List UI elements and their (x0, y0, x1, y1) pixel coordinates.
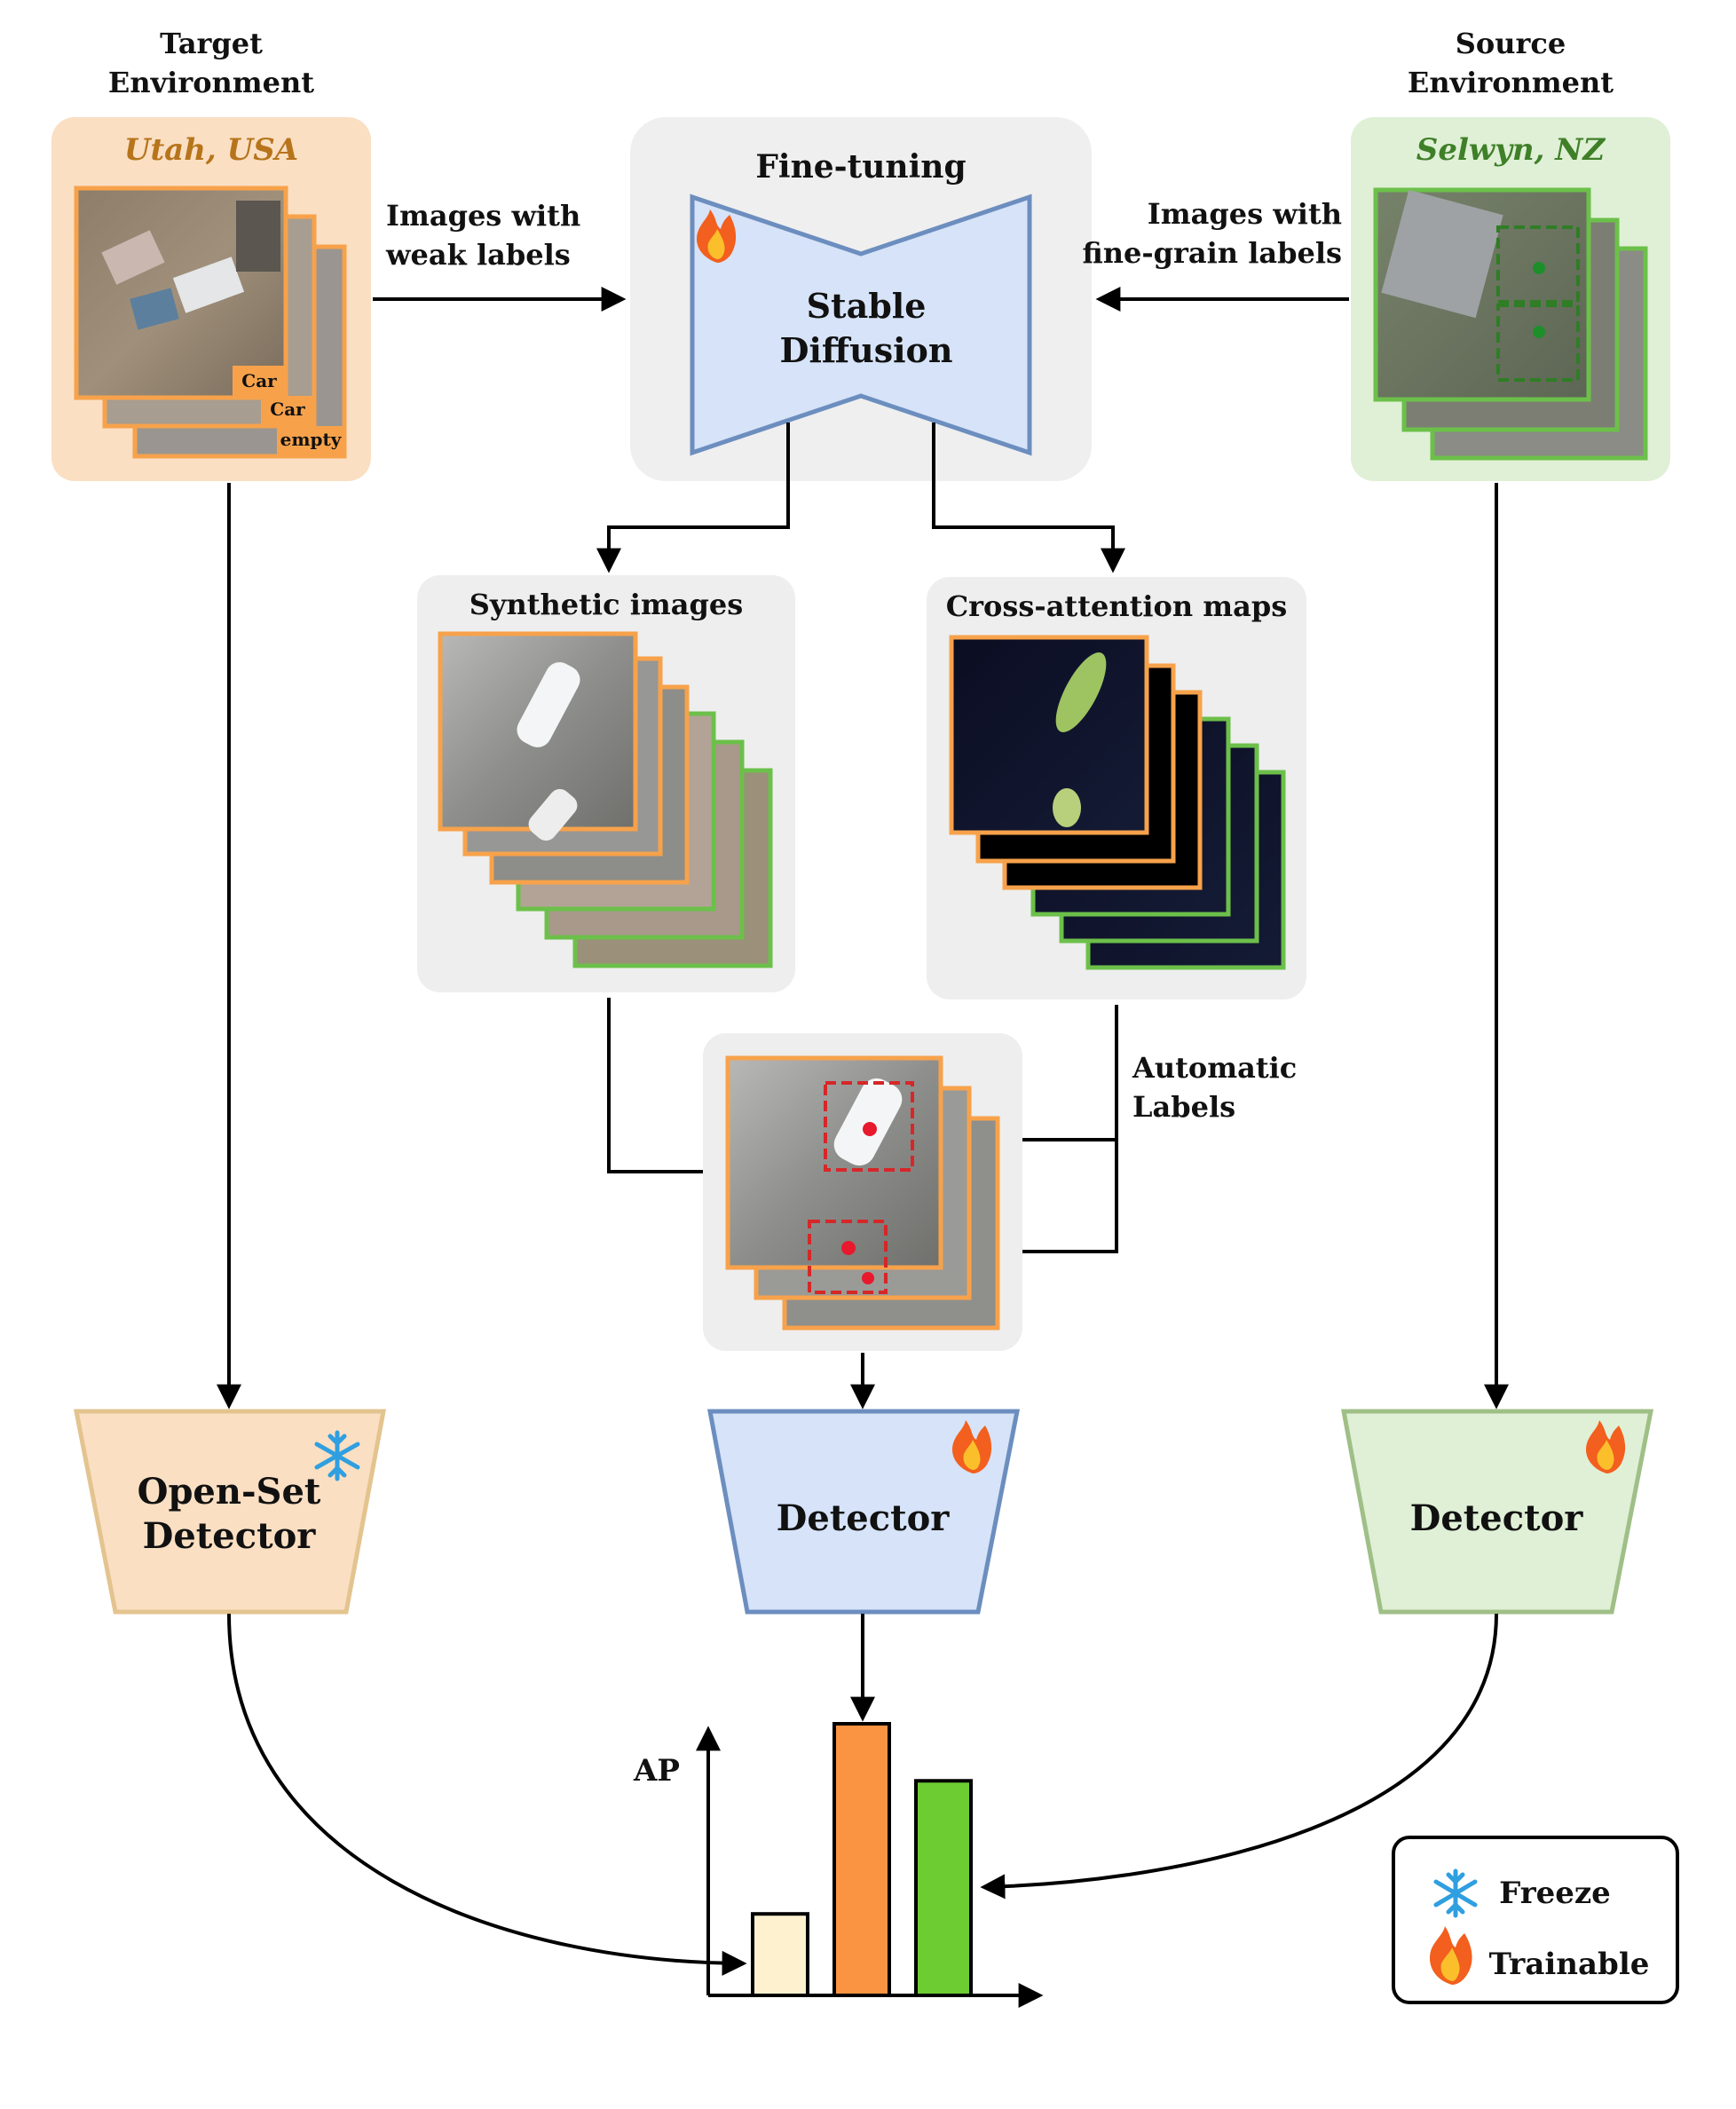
fire-icon (696, 209, 737, 263)
fine-grain-labels-arrow: Images with fine-grain labels (1083, 197, 1349, 312)
weak-labels-arrow: Images with weak labels (373, 199, 627, 312)
target-vehicle (236, 201, 280, 272)
labeled-images-block (703, 1033, 1022, 1351)
source-label-point-2 (1533, 326, 1545, 338)
automatic-labels-line2: Labels (1132, 1090, 1235, 1124)
fire-icon (951, 1420, 992, 1473)
fire-icon (1585, 1420, 1626, 1473)
ap-chart: AP (633, 1722, 1044, 2008)
fire-icon (1430, 1926, 1472, 1985)
cross-attention-block: Cross-attention maps (927, 577, 1306, 999)
legend-trainable-label: Trainable (1489, 1947, 1650, 1982)
target-tag-3-text: empty (280, 429, 343, 450)
diffusion-output-arrows (596, 423, 1125, 573)
auto-label-box-1 (824, 1081, 914, 1172)
snowflake-icon (314, 1430, 360, 1481)
open-set-line1: Open-Set (138, 1471, 321, 1513)
detector-output-arrows (227, 1613, 1498, 1976)
right-detector: Detector (1340, 1409, 1654, 1615)
fine-grain-line1: Images with (1148, 197, 1342, 231)
cross-attention-title: Cross-attention maps (946, 589, 1288, 623)
ap-axis-label: AP (633, 1753, 680, 1789)
target-vehicle (101, 230, 165, 285)
auto-label-point-1 (863, 1122, 877, 1136)
weak-labels-line2: weak labels (385, 238, 571, 272)
stable-diffusion-line2: Diffusion (779, 330, 952, 370)
source-heading-line2: Environment (1408, 66, 1614, 99)
synthetic-images-block: Synthetic images (417, 575, 795, 992)
right-detector-shape (1340, 1409, 1654, 1615)
ap-bar-2 (832, 1722, 891, 1997)
target-tag-2 (261, 396, 312, 424)
ap-bar-3 (914, 1779, 973, 1998)
attention-hotspot-1 (1055, 652, 1107, 732)
open-set-detector-shape (73, 1409, 387, 1615)
synthetic-car-1 (517, 662, 580, 747)
attention-hotspot-2 (1053, 788, 1081, 827)
labeled-car-1 (833, 1078, 903, 1166)
target-environment: Target Environment Utah, USA Car Car emp… (51, 27, 371, 481)
source-heading-line1: Source (1456, 27, 1566, 60)
auto-label-point-3 (862, 1272, 874, 1284)
synthetic-title: Synthetic images (470, 588, 743, 621)
open-set-detector: Open-Set Detector (73, 1409, 387, 1615)
center-detector-label: Detector (777, 1497, 951, 1539)
target-heading-line2: Environment (108, 66, 314, 99)
source-roof (1381, 189, 1503, 319)
snowflake-icon (1433, 1868, 1478, 1918)
synthetic-car-2 (528, 788, 578, 841)
stable-diffusion-line1: Stable (807, 286, 927, 326)
legend-freeze-label: Freeze (1499, 1876, 1611, 1911)
open-set-line2: Detector (143, 1515, 317, 1557)
ap-bars (751, 1722, 973, 1998)
fine-tuning-block: Fine-tuning Stable Diffusion (630, 117, 1092, 481)
fine-tuning-title: Fine-tuning (755, 148, 966, 186)
target-tag-2-text: Car (270, 399, 305, 420)
target-vehicle (172, 257, 245, 313)
automatic-labels-line1: Automatic (1132, 1051, 1297, 1085)
labeled-image-1 (725, 1055, 943, 1270)
right-detector-label: Detector (1410, 1497, 1584, 1539)
center-detector-shape (706, 1409, 1021, 1615)
auto-label-box-2 (808, 1220, 888, 1294)
source-location: Selwyn, NZ (1416, 132, 1606, 168)
source-environment: Source Environment Selwyn, NZ (1351, 27, 1670, 481)
label-merge-arrows: Automatic Labels (607, 998, 1297, 1264)
center-detector: Detector (706, 1409, 1021, 1615)
target-heading-line1: Target (160, 27, 263, 60)
source-label-box-1 (1496, 225, 1580, 304)
target-tag-1 (233, 366, 284, 396)
attention-map-1 (949, 635, 1149, 835)
detector-input-arrows (217, 483, 1509, 1410)
target-vehicle (130, 288, 179, 330)
target-tag-3 (277, 426, 344, 454)
legend: Freeze Trainable (1392, 1836, 1679, 2004)
source-label-point-1 (1533, 262, 1545, 274)
source-label-box-2 (1496, 304, 1580, 382)
ap-bar-1 (751, 1912, 809, 1997)
weak-labels-line1: Images with (386, 199, 580, 233)
target-location: Utah, USA (124, 132, 298, 168)
auto-label-point-2 (841, 1241, 856, 1255)
stable-diffusion-shape (690, 194, 1032, 456)
fine-grain-line2: fine-grain labels (1083, 236, 1343, 270)
target-tag-1-text: Car (241, 370, 277, 391)
